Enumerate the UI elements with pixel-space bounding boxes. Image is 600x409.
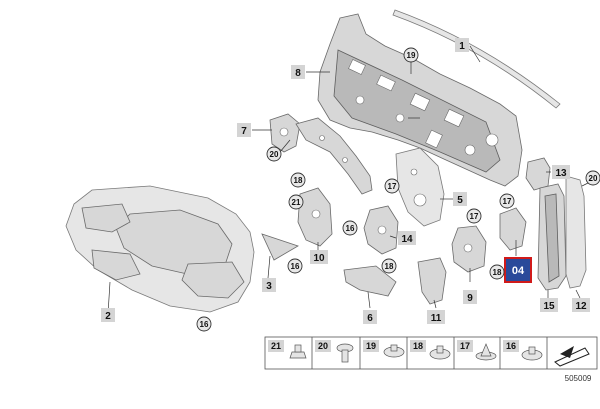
- svg-text:19: 19: [407, 51, 416, 60]
- circle-callout-16-c: 16: [196, 316, 212, 332]
- callout-1: 1: [455, 38, 469, 52]
- svg-text:17: 17: [388, 182, 397, 191]
- part-04-bracket: [499, 207, 527, 251]
- diagram-id: 505009: [565, 374, 592, 383]
- part-11-post: [417, 257, 447, 305]
- svg-text:12: 12: [575, 301, 587, 312]
- circle-callout-18-c: 18: [489, 264, 505, 280]
- svg-text:1: 1: [459, 41, 465, 52]
- circle-callout-16-a: 16: [342, 220, 358, 236]
- callout-6: 6: [363, 310, 377, 324]
- callout-11: 11: [427, 310, 445, 324]
- circle-callout-20-b: 20: [585, 170, 600, 186]
- callout-3: 3: [262, 278, 276, 292]
- leader-lines: [107, 45, 591, 315]
- circle-callout-18-a: 18: [290, 172, 306, 188]
- svg-text:20: 20: [589, 174, 598, 183]
- circle-callout-21-a: 21: [288, 194, 304, 210]
- circle-callout-17-c: 17: [499, 193, 515, 209]
- svg-text:10: 10: [313, 253, 325, 264]
- circle-callout-17-b: 17: [466, 208, 482, 224]
- part-5-insulation-mat: [395, 147, 445, 227]
- svg-text:18: 18: [294, 176, 303, 185]
- svg-text:18: 18: [493, 268, 502, 277]
- fastener-legend: 21 20 19 18 17: [264, 336, 598, 370]
- svg-text:2: 2: [105, 311, 111, 322]
- part-1-seal-strip: [392, 9, 561, 109]
- svg-text:18: 18: [413, 341, 423, 351]
- legend-cell-19: 19: [363, 340, 405, 358]
- legend-cell-17: 17: [457, 340, 497, 361]
- callout-10: 10: [310, 250, 328, 264]
- part-strut: [295, 117, 373, 195]
- svg-text:14: 14: [401, 234, 413, 245]
- svg-text:17: 17: [460, 341, 470, 351]
- svg-text:20: 20: [318, 341, 328, 351]
- part-12-column: [565, 175, 587, 289]
- circle-callout-20-a: 20: [266, 146, 282, 162]
- part-9-bracket: [451, 225, 487, 273]
- circle-callout-17-a: 17: [384, 178, 400, 194]
- callout-15: 15: [540, 298, 558, 312]
- part-10-bracket-assembly: [297, 187, 333, 247]
- svg-text:16: 16: [506, 341, 516, 351]
- svg-text:17: 17: [503, 197, 512, 206]
- svg-text:21: 21: [271, 341, 281, 351]
- callout-8: 8: [291, 65, 305, 79]
- callout-14: 14: [398, 231, 416, 245]
- svg-text:18: 18: [385, 262, 394, 271]
- part-3-triangle-bracket: [261, 233, 299, 261]
- circle-callout-19-top: 19: [403, 47, 419, 63]
- svg-text:11: 11: [431, 313, 442, 324]
- svg-text:20: 20: [270, 150, 279, 159]
- part-13-block: [525, 157, 551, 191]
- part-14-bracket: [363, 205, 399, 255]
- svg-text:8: 8: [295, 68, 301, 79]
- svg-text:16: 16: [346, 224, 355, 233]
- svg-text:5: 5: [457, 195, 463, 206]
- svg-text:6: 6: [367, 313, 373, 324]
- callout-2: 2: [101, 308, 115, 322]
- svg-text:16: 16: [200, 320, 209, 329]
- callout-12: 12: [572, 298, 590, 312]
- part-8-bulkhead-panel: [317, 13, 523, 187]
- svg-text:04: 04: [512, 265, 525, 277]
- svg-text:13: 13: [555, 168, 567, 179]
- part-6-clip: [343, 265, 397, 297]
- callout-9: 9: [463, 290, 477, 304]
- svg-text:3: 3: [266, 281, 272, 292]
- legend-arrow-icon: [554, 346, 590, 367]
- part-2-hood-insulation: [65, 185, 255, 313]
- legend-cell-20: 20: [315, 340, 354, 363]
- svg-text:9: 9: [467, 293, 473, 304]
- svg-text:21: 21: [292, 198, 301, 207]
- svg-text:15: 15: [543, 301, 555, 312]
- part-7-bracket: [269, 113, 301, 153]
- callout-5: 5: [453, 192, 467, 206]
- svg-text:17: 17: [470, 212, 479, 221]
- callout-7: 7: [237, 123, 251, 137]
- circle-callout-16-b: 16: [287, 258, 303, 274]
- callout-13: 13: [552, 165, 570, 179]
- svg-text:16: 16: [291, 262, 300, 271]
- part-15-column-panel: [537, 183, 567, 291]
- circle-callout-18-b: 18: [381, 258, 397, 274]
- legend-cell-21: 21: [268, 340, 307, 359]
- legend-cell-18: 18: [410, 340, 451, 360]
- callout-04-highlight: 04: [504, 257, 532, 283]
- svg-text:19: 19: [366, 341, 376, 351]
- legend-cell-16: 16: [503, 340, 543, 361]
- svg-text:7: 7: [241, 126, 247, 137]
